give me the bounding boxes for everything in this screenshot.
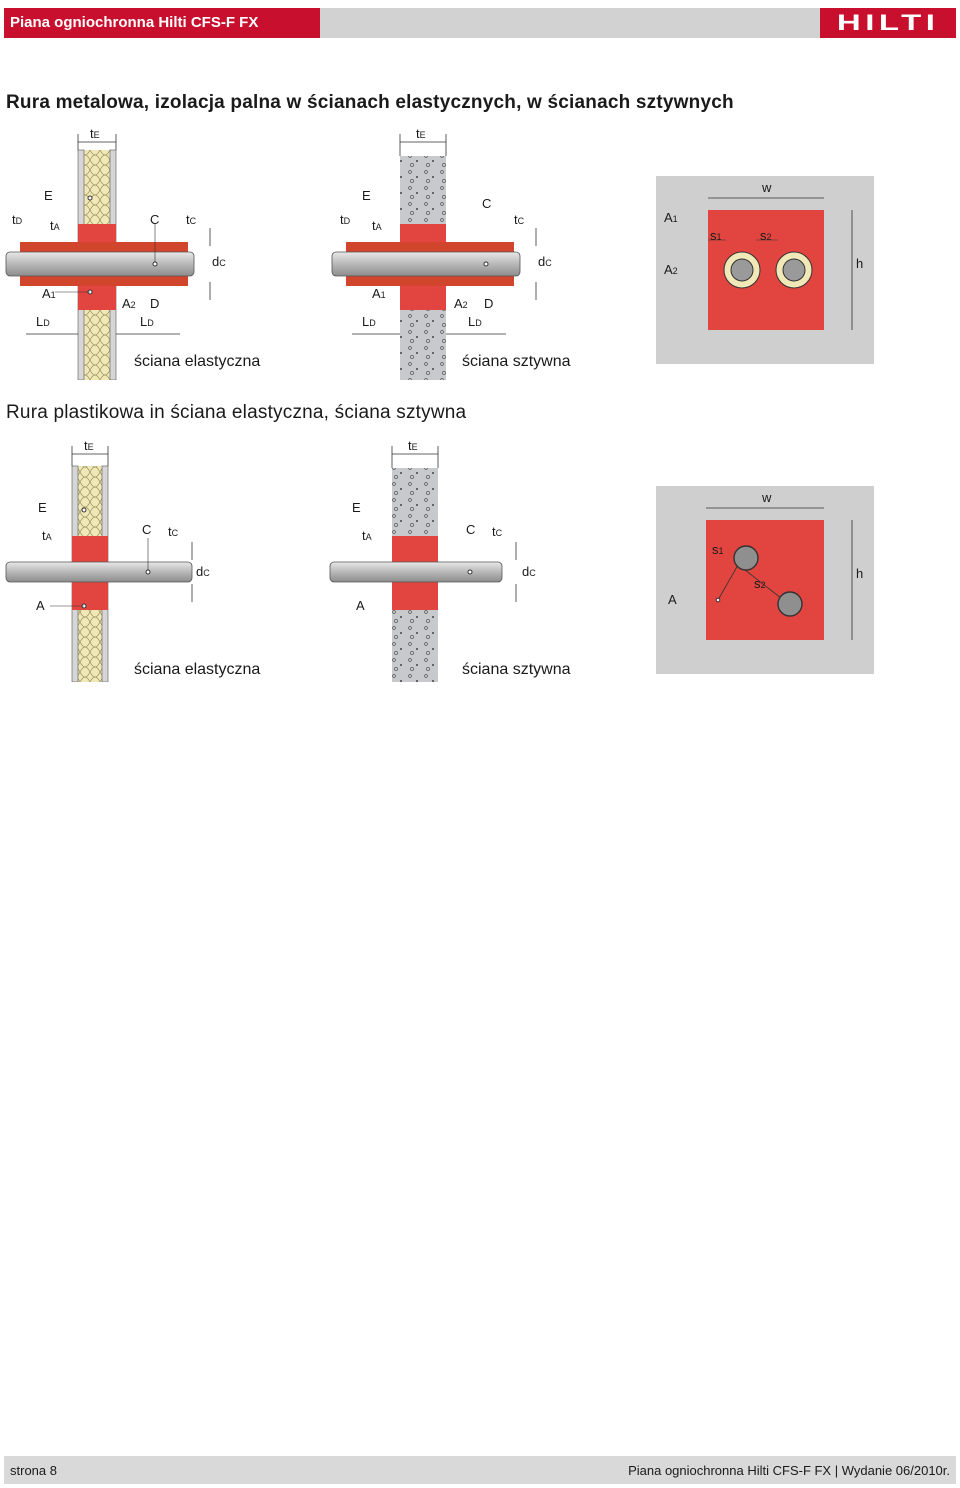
pipe-insulation-bottom [346, 276, 514, 286]
caption-flexible-wall: ściana elastyczna [134, 353, 260, 370]
label-C: C [482, 196, 491, 211]
footer-publication: Piana ogniochronna Hilti CFS-F FX | Wyda… [628, 1462, 950, 1478]
label-A: A [668, 592, 677, 607]
metal-pipe [331, 251, 521, 277]
label-h: h [856, 566, 863, 581]
label-dC: dC [538, 254, 552, 269]
header-title: Piana ogniochronna Hilti CFS-F FX [4, 8, 320, 38]
hilti-logo-text: HILTI [836, 10, 940, 35]
page-header: Piana ogniochronna Hilti CFS-F FX HILTI [4, 8, 956, 38]
label-A2: A2 [664, 262, 678, 277]
pipe-2 [782, 258, 806, 282]
label-A: A [356, 598, 365, 613]
label-LD-left: LD [36, 314, 50, 329]
label-tC: tC [492, 524, 503, 539]
label-A1: A1 [664, 210, 678, 225]
pipe-1 [733, 545, 759, 571]
label-tA: tA [42, 528, 52, 543]
label-E: E [362, 188, 371, 203]
section2-title: Rura plastikowa in ściana elastyczna, śc… [6, 402, 467, 423]
pipe-insulation-bottom [20, 276, 188, 286]
label-s1: s1 [710, 228, 722, 243]
section1-title: Rura metalowa, izolacja palna w ścianach… [6, 92, 734, 113]
label-tA: tA [362, 528, 372, 543]
label-A1: A1 [42, 286, 56, 301]
pipe-insulation-top [20, 242, 188, 252]
label-tD: tD [340, 212, 351, 227]
pipe-1 [730, 258, 754, 282]
label-tA: tA [50, 218, 60, 233]
label-A2: A2 [122, 296, 136, 311]
footer-page-number: strona 8 [10, 1462, 57, 1478]
label-LD-right: LD [468, 314, 482, 329]
label-tC: tC [168, 524, 179, 539]
label-tA: tA [372, 218, 382, 233]
label-LD-left: LD [362, 314, 376, 329]
foam-block [706, 520, 824, 640]
diagram-plastic-rigid: tE E tA C tC dC A ściana sztywna [329, 438, 571, 682]
diagram-metal-front: w h A1 A2 s1 s2 [656, 176, 874, 364]
page-footer: strona 8 Piana ogniochronna Hilti CFS-F … [4, 1456, 956, 1484]
diagram-plastic-front: w h A s1 s2 [656, 486, 874, 674]
label-LD-right: LD [140, 314, 154, 329]
label-D: D [484, 296, 493, 311]
hilti-logo: HILTI [820, 8, 956, 38]
diagram-plastic-flexible: tE E tA C tC dC A ściana elastyczna [5, 438, 260, 682]
label-tD: tD [12, 212, 23, 227]
label-D: D [150, 296, 159, 311]
label-E: E [38, 500, 47, 515]
label-E: E [352, 500, 361, 515]
label-tC: tC [514, 212, 525, 227]
label-dC: dC [212, 254, 226, 269]
label-w: w [761, 490, 772, 505]
label-tE: tE [408, 438, 418, 453]
label-h: h [856, 256, 863, 271]
pipe-2 [777, 591, 803, 617]
label-w: w [761, 180, 772, 195]
header-spacer [320, 8, 820, 38]
label-C: C [142, 522, 151, 537]
label-A1: A1 [372, 286, 386, 301]
label-s1: s1 [712, 542, 724, 557]
caption-rigid-wall: ściana sztywna [462, 353, 571, 370]
plastic-pipe [329, 561, 503, 583]
label-E: E [44, 188, 53, 203]
caption-flexible-wall: ściana elastyczna [134, 661, 260, 678]
metal-pipe [5, 251, 195, 277]
label-tC: tC [186, 212, 197, 227]
label-C: C [150, 212, 159, 227]
label-A: A [36, 598, 45, 613]
pipe-insulation-top [346, 242, 514, 252]
caption-rigid-wall: ściana sztywna [462, 661, 571, 678]
diagram-metal-flexible: tE E tD tA C tC dC A1 A2 D LD LD ściana … [5, 126, 260, 380]
label-s2: s2 [754, 576, 766, 591]
label-tE: tE [84, 438, 94, 453]
label-s2: s2 [760, 228, 772, 243]
label-C: C [466, 522, 475, 537]
label-tE: tE [90, 126, 100, 141]
label-A2: A2 [454, 296, 468, 311]
label-tE: tE [416, 126, 426, 141]
diagram-metal-rigid: tE E tD tA C tC dC A1 A2 D LD LD ściana … [331, 126, 571, 380]
label-dC: dC [522, 564, 536, 579]
plastic-pipe [5, 561, 193, 583]
label-dC: dC [196, 564, 210, 579]
